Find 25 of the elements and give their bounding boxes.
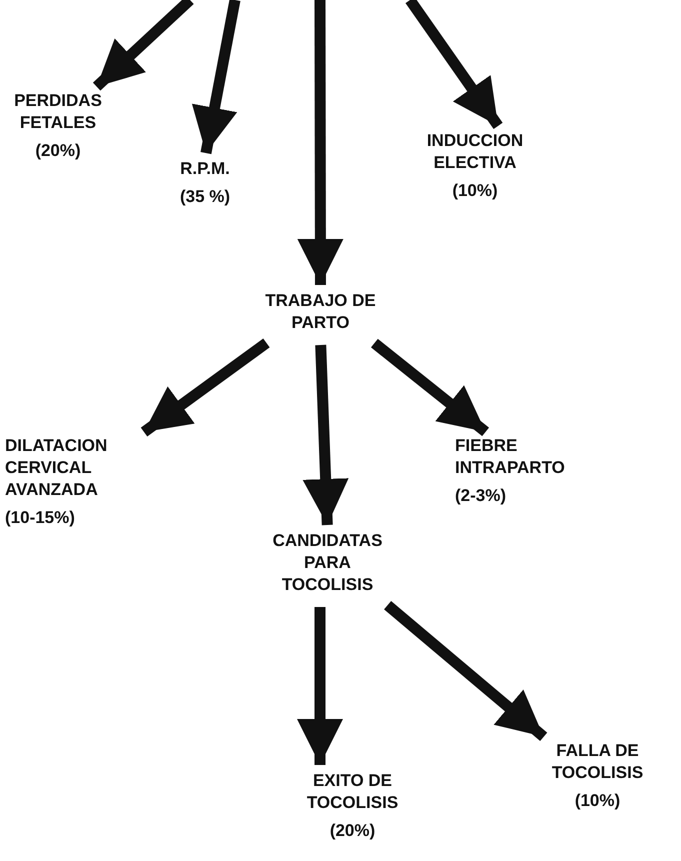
arrow [370,338,490,436]
node-label: INDUCCION ELECTIVA [426,130,524,174]
arrow [140,338,270,436]
arrow [297,607,343,765]
node-label: FALLA DE TOCOLISIS [550,740,644,784]
percentage-label: (35 %) [178,186,232,208]
arrow [192,0,240,154]
node-label: FIEBRE INTRAPARTO [455,435,566,479]
percentage-label: (10-15%) [5,507,76,529]
node-label: CANDIDATAS PARA TOCOLISIS [272,530,384,596]
node-label: DILATACION CERVICAL AVANZADA [5,435,108,501]
arrow [384,601,548,741]
percentage-label: (20%) [34,140,82,162]
node-label: PERDIDAS FETALES [13,90,103,134]
percentage-label: (20%) [328,820,376,842]
arrow [406,0,503,130]
arrow [92,0,194,91]
arrow [297,0,344,285]
percentage-label: (2-3%) [455,485,508,507]
percentage-label: (10%) [451,180,499,202]
arrow [302,344,349,526]
node-label: R.P.M. [179,158,231,180]
node-label: EXITO DE TOCOLISIS [306,770,400,814]
node-label: TRABAJO DE PARTO [264,290,377,334]
percentage-label: (10%) [574,790,622,812]
